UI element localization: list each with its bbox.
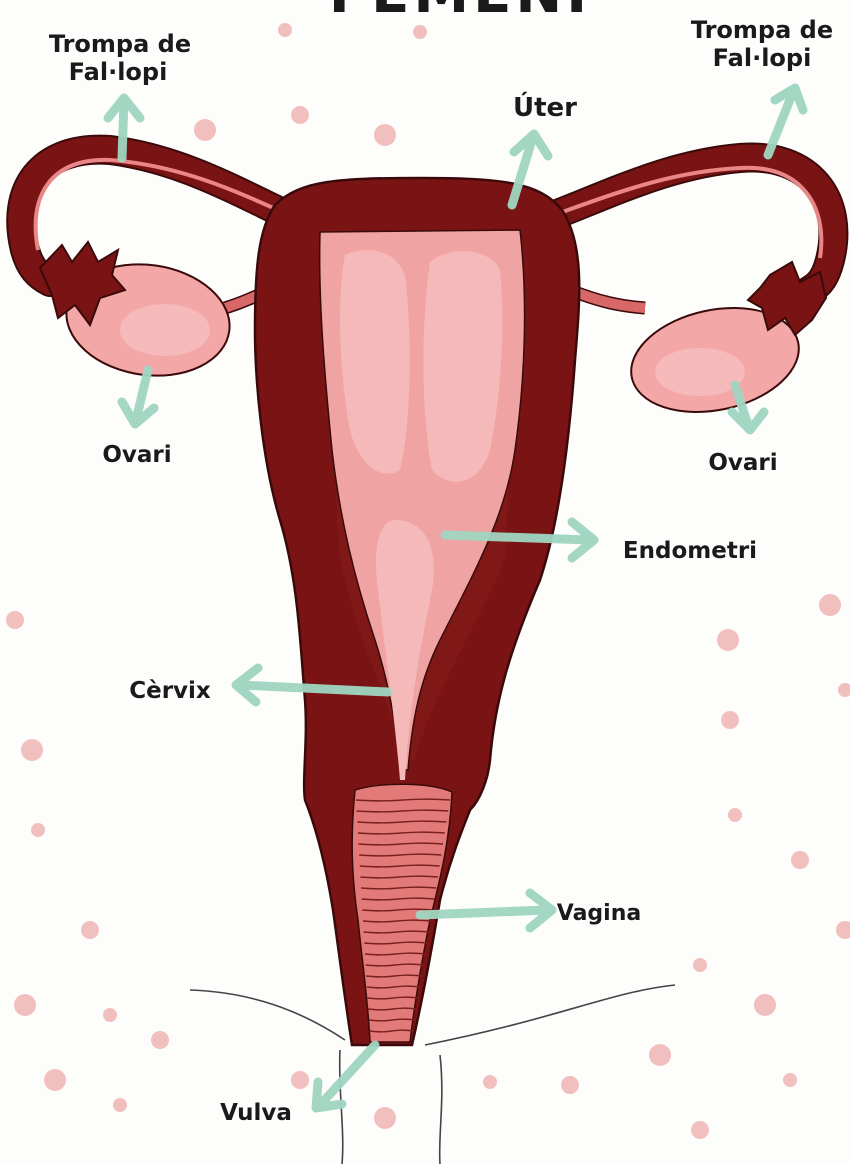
- decorative-dot: [783, 1073, 797, 1087]
- decorative-dot: [483, 1075, 497, 1089]
- decorative-dot: [649, 1044, 671, 1066]
- decorative-dot: [21, 739, 43, 761]
- label-endometri: Endometri: [623, 538, 757, 564]
- decorative-dot: [838, 683, 850, 697]
- decorative-dot: [44, 1069, 66, 1091]
- arrow-endometri: [445, 535, 590, 540]
- decorative-dot: [728, 808, 742, 822]
- decorative-dot: [791, 851, 809, 869]
- arrow-trompa-left: [122, 100, 124, 158]
- decorative-dot: [113, 1098, 127, 1112]
- decorative-dot: [14, 994, 36, 1016]
- arrow-vulva: [320, 1045, 375, 1105]
- page-title: FEMENÍ: [329, 0, 591, 26]
- label-uter: Úter: [513, 91, 577, 123]
- label-vulva: Vulva: [220, 1100, 292, 1126]
- decorative-dot: [721, 711, 739, 729]
- decorative-dot: [6, 611, 24, 629]
- label-trompa-left-line1: Trompa de: [49, 30, 191, 58]
- decorative-dot: [291, 1071, 309, 1089]
- label-trompa-left-line2: Fal·lopi: [69, 58, 168, 86]
- decorative-dot: [819, 594, 841, 616]
- decorative-dot: [151, 1031, 169, 1049]
- label-cervix: Cèrvix: [129, 678, 211, 704]
- decorative-dot: [717, 629, 739, 651]
- body-outline-lines: [190, 985, 675, 1164]
- decorative-dot: [278, 23, 292, 37]
- label-ovari-left: Ovari: [102, 442, 171, 468]
- decorative-dot: [413, 25, 427, 39]
- arrow-vagina: [420, 910, 548, 915]
- decorative-dot: [691, 1121, 709, 1139]
- decorative-dot: [81, 921, 99, 939]
- decorative-dot: [836, 921, 850, 939]
- decorative-dot: [194, 119, 216, 141]
- decorative-dot: [103, 1008, 117, 1022]
- label-trompa-right-line1: Trompa de: [691, 16, 833, 44]
- decorative-dot: [31, 823, 45, 837]
- decorative-dot: [374, 1107, 396, 1129]
- label-vagina: Vagina: [557, 901, 641, 926]
- decorative-dot: [291, 106, 309, 124]
- label-ovari-right: Ovari: [708, 450, 777, 476]
- decorative-dot: [561, 1076, 579, 1094]
- label-trompa-right-line2: Fal·lopi: [713, 44, 812, 72]
- decorative-dot: [374, 124, 396, 146]
- decorative-dot: [693, 958, 707, 972]
- uterine-cavity-right: [423, 251, 502, 482]
- decorative-dot: [754, 994, 776, 1016]
